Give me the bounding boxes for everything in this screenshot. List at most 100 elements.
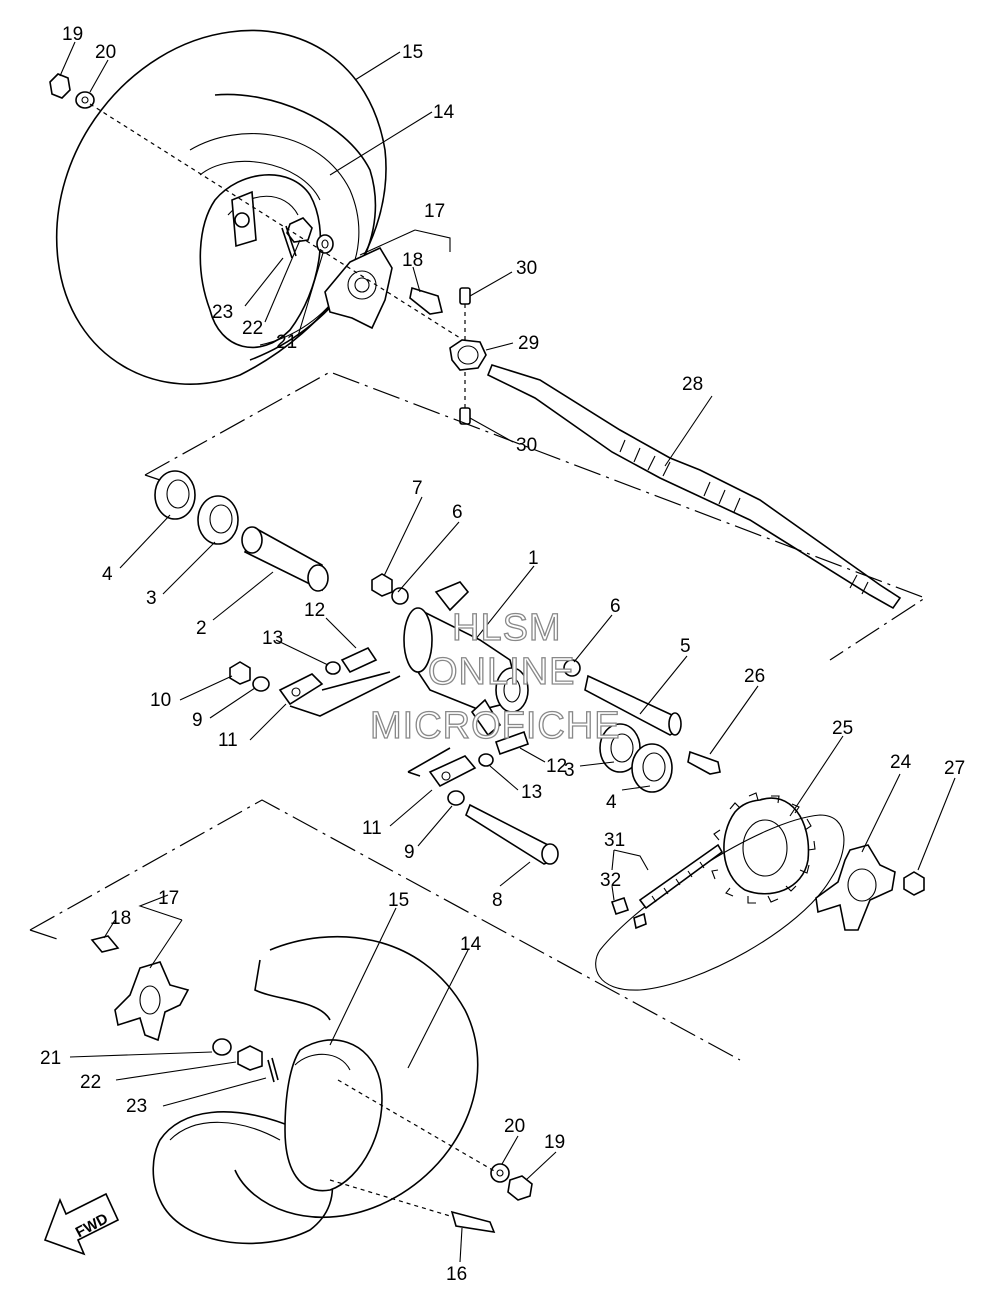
callout-29: 29 — [518, 333, 539, 354]
lower-hub — [114, 961, 190, 1042]
washer-13-right — [478, 753, 494, 767]
callout-1: 1 — [528, 548, 539, 569]
upper-cotter-pin-23 — [281, 225, 297, 259]
callout-28: 28 — [682, 374, 703, 395]
callout-22: 22 — [242, 318, 263, 339]
part-callouts: 19 20 15 14 17 18 30 29 23 22 21 28 30 7… — [40, 24, 965, 1285]
callout-21: 21 — [40, 1048, 61, 1069]
nut-27 — [903, 871, 925, 896]
callout-4: 4 — [606, 792, 617, 813]
callout-21: 21 — [276, 332, 297, 353]
bolt-12-left — [340, 646, 378, 674]
bolt-8 — [465, 803, 559, 865]
callout-14: 14 — [460, 934, 482, 955]
callout-6: 6 — [452, 502, 463, 523]
callout-15: 15 — [402, 42, 423, 63]
washer-6-right — [563, 659, 581, 677]
adjuster-11-right — [428, 755, 477, 788]
callout-19: 19 — [62, 24, 83, 45]
callout-16: 16 — [446, 1264, 467, 1285]
callout-20: 20 — [95, 42, 116, 63]
bearing-4-right — [631, 743, 673, 793]
callout-12: 12 — [304, 600, 325, 621]
callout-30: 30 — [516, 258, 537, 279]
adjuster-11-left — [278, 673, 324, 706]
callout-20: 20 — [504, 1116, 525, 1137]
watermark-line-2: ONLINE — [428, 651, 575, 693]
callout-18: 18 — [402, 250, 423, 271]
callout-4: 4 — [102, 564, 113, 585]
callout-11: 11 — [218, 730, 238, 751]
upper-nut-19 — [49, 73, 71, 99]
watermark: HLSM ONLINE MICROFICHE — [369, 606, 621, 747]
callout-9: 9 — [404, 842, 415, 863]
upper-left-rim — [199, 174, 322, 349]
watermark-line-1: HLSM — [452, 607, 562, 649]
callout-24: 24 — [890, 752, 912, 773]
callout-30: 30 — [516, 435, 537, 456]
lower-nut-22 — [237, 1045, 263, 1071]
callout-17: 17 — [424, 201, 445, 222]
bolt-26 — [687, 750, 721, 775]
callout-3: 3 — [564, 760, 575, 781]
watermark-line-3: MICROFICHE — [370, 705, 621, 747]
upper-nut-22 — [286, 217, 313, 243]
callout-6: 6 — [610, 596, 621, 617]
washer-9-left — [252, 676, 270, 692]
callout-25: 25 — [832, 718, 853, 739]
spacer-2 — [241, 526, 329, 592]
upper-hub-stud — [409, 286, 443, 315]
set-screw-upper-30 — [459, 287, 471, 305]
forward-direction-arrow: FWD — [43, 1192, 120, 1256]
chain-joint-32 — [610, 896, 647, 930]
callout-7: 7 — [412, 478, 423, 499]
callout-3: 3 — [146, 588, 157, 609]
washer-9-right — [447, 790, 465, 806]
bolt-5 — [584, 674, 682, 736]
upper-left-tire — [55, 29, 387, 385]
callout-23: 23 — [126, 1096, 147, 1117]
axle-housing-1 — [403, 581, 529, 737]
callout-9: 9 — [192, 710, 203, 731]
sprocket-25 — [709, 792, 816, 904]
lower-nut-19 — [507, 1175, 533, 1201]
lower-hub-stud-18 — [90, 935, 120, 953]
washer-6-left — [391, 587, 409, 605]
callout-12: 12 — [546, 756, 567, 777]
callout-26: 26 — [744, 666, 765, 687]
callout-5: 5 — [680, 636, 691, 657]
callout-23: 23 — [212, 302, 233, 323]
callout-13: 13 — [262, 628, 283, 649]
lower-rim — [284, 1039, 383, 1192]
rear-hub-24 — [815, 844, 896, 931]
callout-31: 31 — [604, 830, 625, 851]
callout-11: 11 — [362, 818, 382, 839]
rear-axle-28 — [486, 364, 902, 610]
nut-10 — [229, 661, 251, 685]
lower-tire — [152, 935, 479, 1245]
callout-18: 18 — [110, 908, 131, 929]
callout-22: 22 — [80, 1072, 101, 1093]
nut-7 — [371, 573, 393, 597]
bolt-12-right — [494, 730, 530, 756]
callout-13: 13 — [521, 782, 542, 803]
callout-17: 17 — [158, 888, 179, 909]
callout-27: 27 — [944, 758, 965, 779]
leader-lines — [59, 41, 956, 1263]
callout-15: 15 — [388, 890, 409, 911]
drive-chain-31 — [638, 843, 724, 910]
callout-10: 10 — [150, 690, 171, 711]
axle-nut-29 — [449, 339, 487, 371]
upper-hub — [324, 246, 393, 330]
lower-washer-20 — [490, 1163, 510, 1183]
lower-washer-21 — [212, 1038, 232, 1056]
lower-cotter-pin-23 — [267, 1057, 279, 1083]
washer-13-left — [325, 661, 341, 675]
upper-washer-20 — [75, 91, 95, 109]
upper-washer-21 — [316, 234, 334, 254]
callout-14: 14 — [433, 102, 455, 123]
callout-2: 2 — [196, 618, 207, 639]
bearing-3-left — [197, 495, 239, 545]
valve-16 — [450, 1210, 496, 1234]
